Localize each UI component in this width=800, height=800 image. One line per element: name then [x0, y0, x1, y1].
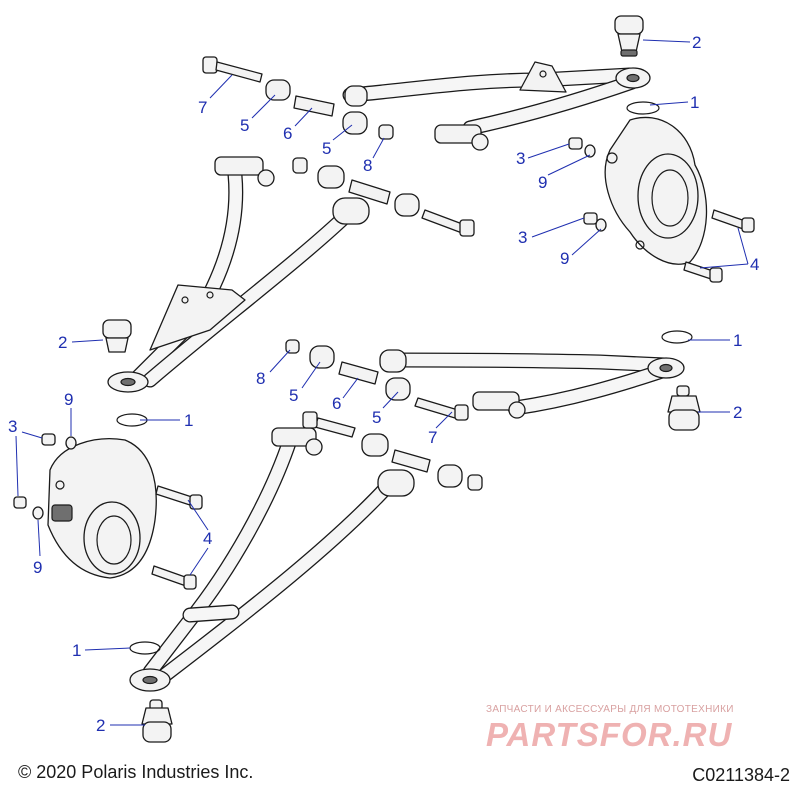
nut-bottom — [467, 474, 483, 491]
nut-right-a — [568, 137, 583, 150]
steering-knuckle-right — [604, 116, 708, 265]
nut-mid — [285, 339, 300, 354]
callout-4: 4 — [750, 255, 759, 274]
callout-8: 8 — [256, 369, 265, 388]
callout-1: 1 — [733, 331, 742, 350]
bushing-bottom-a — [361, 433, 389, 457]
pivot-bolt-mid-top — [421, 209, 466, 234]
callout-3: 3 — [516, 149, 525, 168]
callout-9: 9 — [33, 558, 42, 577]
bushing-bottom-b — [437, 464, 463, 488]
callout-9: 9 — [64, 390, 73, 409]
snap-ring-mid — [661, 330, 693, 344]
callout-2: 2 — [96, 716, 105, 735]
nut-left-a — [41, 433, 56, 446]
callout-numbers: 2 1 7 5 6 5 8 3 9 3 9 4 2 1 8 5 6 5 2 7 … — [8, 33, 759, 735]
callout-1: 1 — [72, 641, 81, 660]
leader-lines — [15, 39, 749, 726]
nut-top — [378, 124, 394, 140]
callout-1: 1 — [184, 411, 193, 430]
snap-ring-bottom — [129, 641, 161, 655]
bushing-mid-top-b — [394, 193, 420, 217]
callout-5: 5 — [289, 386, 298, 405]
watermark-logo: PARTSFOR.RU — [486, 716, 733, 753]
nut-left-b — [13, 496, 27, 509]
steering-knuckle-left — [47, 438, 157, 579]
callout-9: 9 — [560, 249, 569, 268]
snap-ring-top — [626, 101, 660, 115]
bushing-mid-top-a — [317, 165, 345, 189]
tie-rod-end-top — [434, 124, 489, 151]
callout-7: 7 — [428, 428, 437, 447]
bushing-top-a — [265, 79, 291, 101]
washer-right-b — [595, 218, 607, 232]
copyright-notice: © 2020 Polaris Industries Inc. — [18, 762, 254, 782]
callout-5: 5 — [372, 408, 381, 427]
ball-joint-left — [102, 319, 132, 353]
callout-2: 2 — [58, 333, 67, 352]
callout-6: 6 — [332, 394, 341, 413]
washer-left-a — [65, 436, 77, 450]
pivot-bolt-bottom — [314, 417, 356, 438]
callout-7: 7 — [198, 98, 207, 117]
washer-left-b — [32, 506, 44, 520]
sleeve-bottom — [391, 449, 431, 473]
callout-6: 6 — [283, 124, 292, 143]
ball-joint-bottom — [141, 699, 173, 743]
bottom-a-arm — [129, 427, 415, 692]
bushing-mid-b — [385, 377, 411, 401]
nut-right-b — [583, 212, 598, 225]
callout-9: 9 — [538, 173, 547, 192]
bushing-top-b — [342, 111, 368, 135]
watermark-tagline: ЗАПЧАСТИ И АКСЕССУАРЫ ДЛЯ МОТОТЕХНИКИ — [486, 704, 734, 715]
bushing-mid-a — [309, 345, 335, 369]
callout-3: 3 — [8, 417, 17, 436]
callout-3: 3 — [518, 228, 527, 247]
sleeve-top — [293, 95, 335, 117]
callout-5: 5 — [322, 139, 331, 158]
pivot-bolt-mid — [414, 397, 459, 419]
ball-joint-mid — [667, 385, 701, 431]
nut-mid-top — [292, 157, 308, 174]
sleeve-mid — [338, 361, 379, 385]
callout-4: 4 — [203, 529, 212, 548]
callout-5: 5 — [240, 116, 249, 135]
callout-1: 1 — [690, 93, 699, 112]
upper-left-a-arm — [379, 349, 685, 419]
bolt-left-a — [155, 485, 196, 507]
callout-2: 2 — [692, 33, 701, 52]
ball-joint-top — [614, 15, 644, 57]
callout-2: 2 — [733, 403, 742, 422]
pivot-bolt-top — [202, 56, 263, 83]
bolt-left-b — [151, 565, 189, 587]
figure-code: C0211384-2 — [692, 765, 790, 785]
callout-8: 8 — [363, 156, 372, 175]
upper-right-a-arm — [342, 61, 651, 136]
lower-left-a-arm — [107, 156, 370, 393]
washer-right-a — [584, 144, 596, 158]
sleeve-mid-top — [348, 179, 391, 205]
